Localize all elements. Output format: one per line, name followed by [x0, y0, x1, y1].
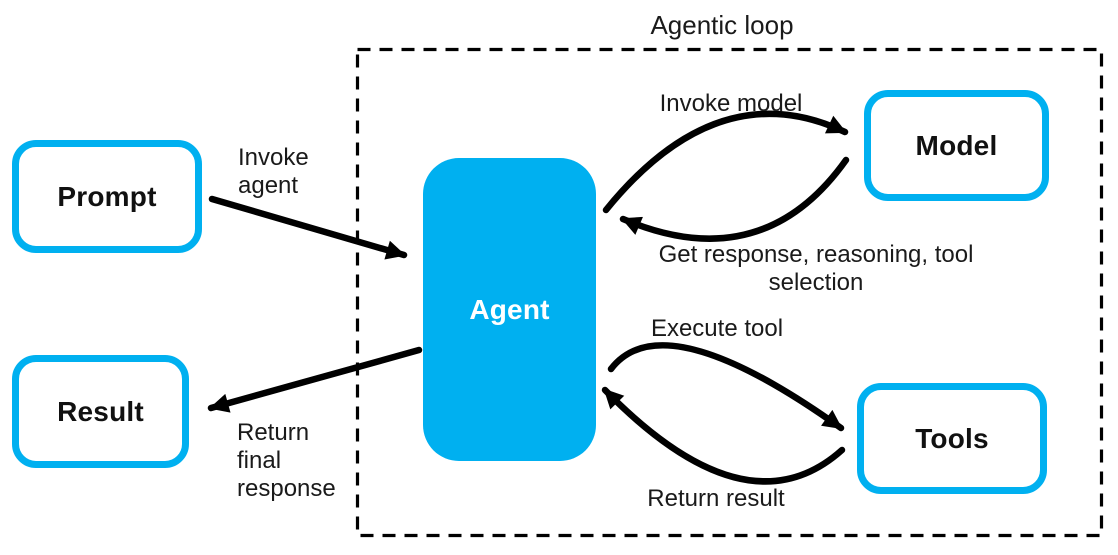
agentic-loop-title: Agentic loop [650, 10, 794, 40]
node-result: Result [12, 355, 189, 468]
execute-tool-arrow [607, 342, 845, 432]
execute-tool-label: Execute tool [650, 315, 784, 342]
invoke-model-label: Invoke model [659, 90, 803, 117]
return-result-arrow [601, 386, 846, 485]
node-prompt: Prompt [12, 140, 202, 253]
return-final-response-arrow [207, 346, 423, 413]
node-model: Model [864, 90, 1049, 201]
get-response-label: Get response, reasoning, tool selection [658, 241, 974, 296]
return-result-label: Return result [647, 485, 785, 512]
node-tools: Tools [857, 383, 1047, 494]
invoke-agent-label: Invoke agent [238, 144, 309, 199]
return-final-response-label: Return final response [237, 419, 336, 502]
node-agent: Agent [423, 158, 596, 461]
get-response-arrow [619, 156, 850, 242]
invoke-model-arrow [602, 110, 849, 214]
invoke-agent-arrow [208, 195, 408, 260]
